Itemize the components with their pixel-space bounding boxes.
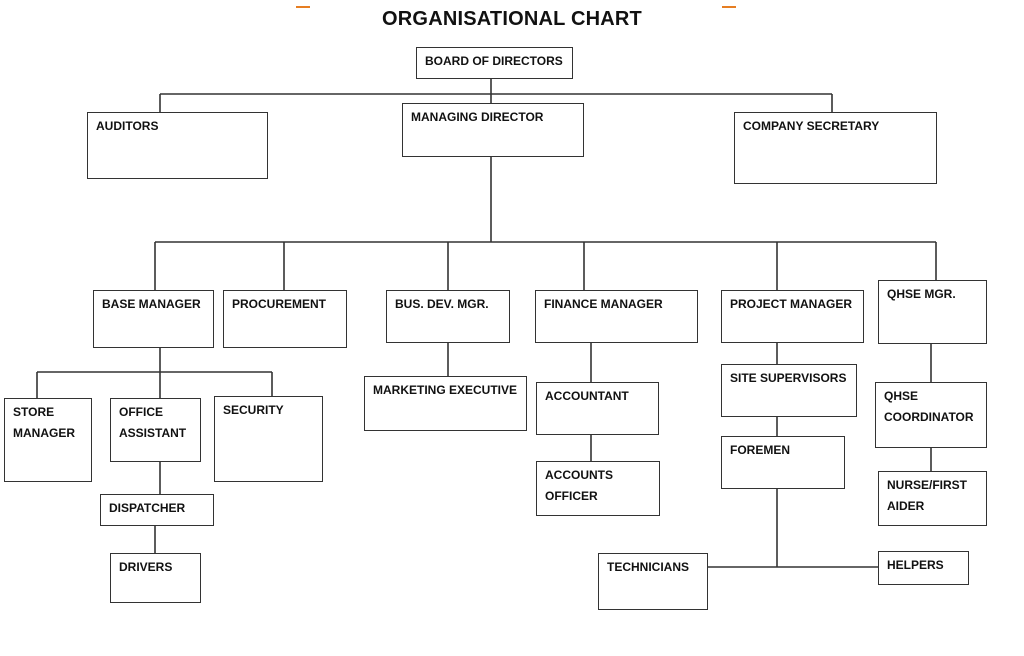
node-base-manager: BASE MANAGER <box>93 290 214 348</box>
node-technicians: TECHNICIANS <box>598 553 708 610</box>
node-site-supervisors: SITE SUPERVISORS <box>721 364 857 417</box>
chart-title: ORGANISATIONAL CHART <box>382 8 642 30</box>
node-auditors: AUDITORS <box>87 112 268 179</box>
node-nurse-first-aider: NURSE/FIRST AIDER <box>878 471 987 526</box>
node-marketing-executive: MARKETING EXECUTIVE <box>364 376 527 431</box>
clipped-header-decoration <box>0 0 1024 8</box>
node-foremen: FOREMEN <box>721 436 845 489</box>
node-security: SECURITY <box>214 396 323 482</box>
node-managing-director: MANAGING DIRECTOR <box>402 103 584 157</box>
node-qhse-mgr: QHSE MGR. <box>878 280 987 344</box>
clipped-bracket-right <box>722 0 736 8</box>
clipped-bracket-left <box>296 0 310 8</box>
node-drivers: DRIVERS <box>110 553 201 603</box>
node-procurement: PROCUREMENT <box>223 290 347 348</box>
node-accounts-officer: ACCOUNTS OFFICER <box>536 461 660 516</box>
node-board-of-directors: BOARD OF DIRECTORS <box>416 47 573 79</box>
node-helpers: HELPERS <box>878 551 969 585</box>
node-accountant: ACCOUNTANT <box>536 382 659 435</box>
node-finance-manager: FINANCE MANAGER <box>535 290 698 343</box>
node-office-assistant: OFFICE ASSISTANT <box>110 398 201 462</box>
node-company-secretary: COMPANY SECRETARY <box>734 112 937 184</box>
node-bus-dev-mgr: BUS. DEV. MGR. <box>386 290 510 343</box>
node-store-manager: STORE MANAGER <box>4 398 92 482</box>
node-qhse-coordinator: QHSE COORDINATOR <box>875 382 987 448</box>
node-dispatcher: DISPATCHER <box>100 494 214 526</box>
node-project-manager: PROJECT MANAGER <box>721 290 864 343</box>
